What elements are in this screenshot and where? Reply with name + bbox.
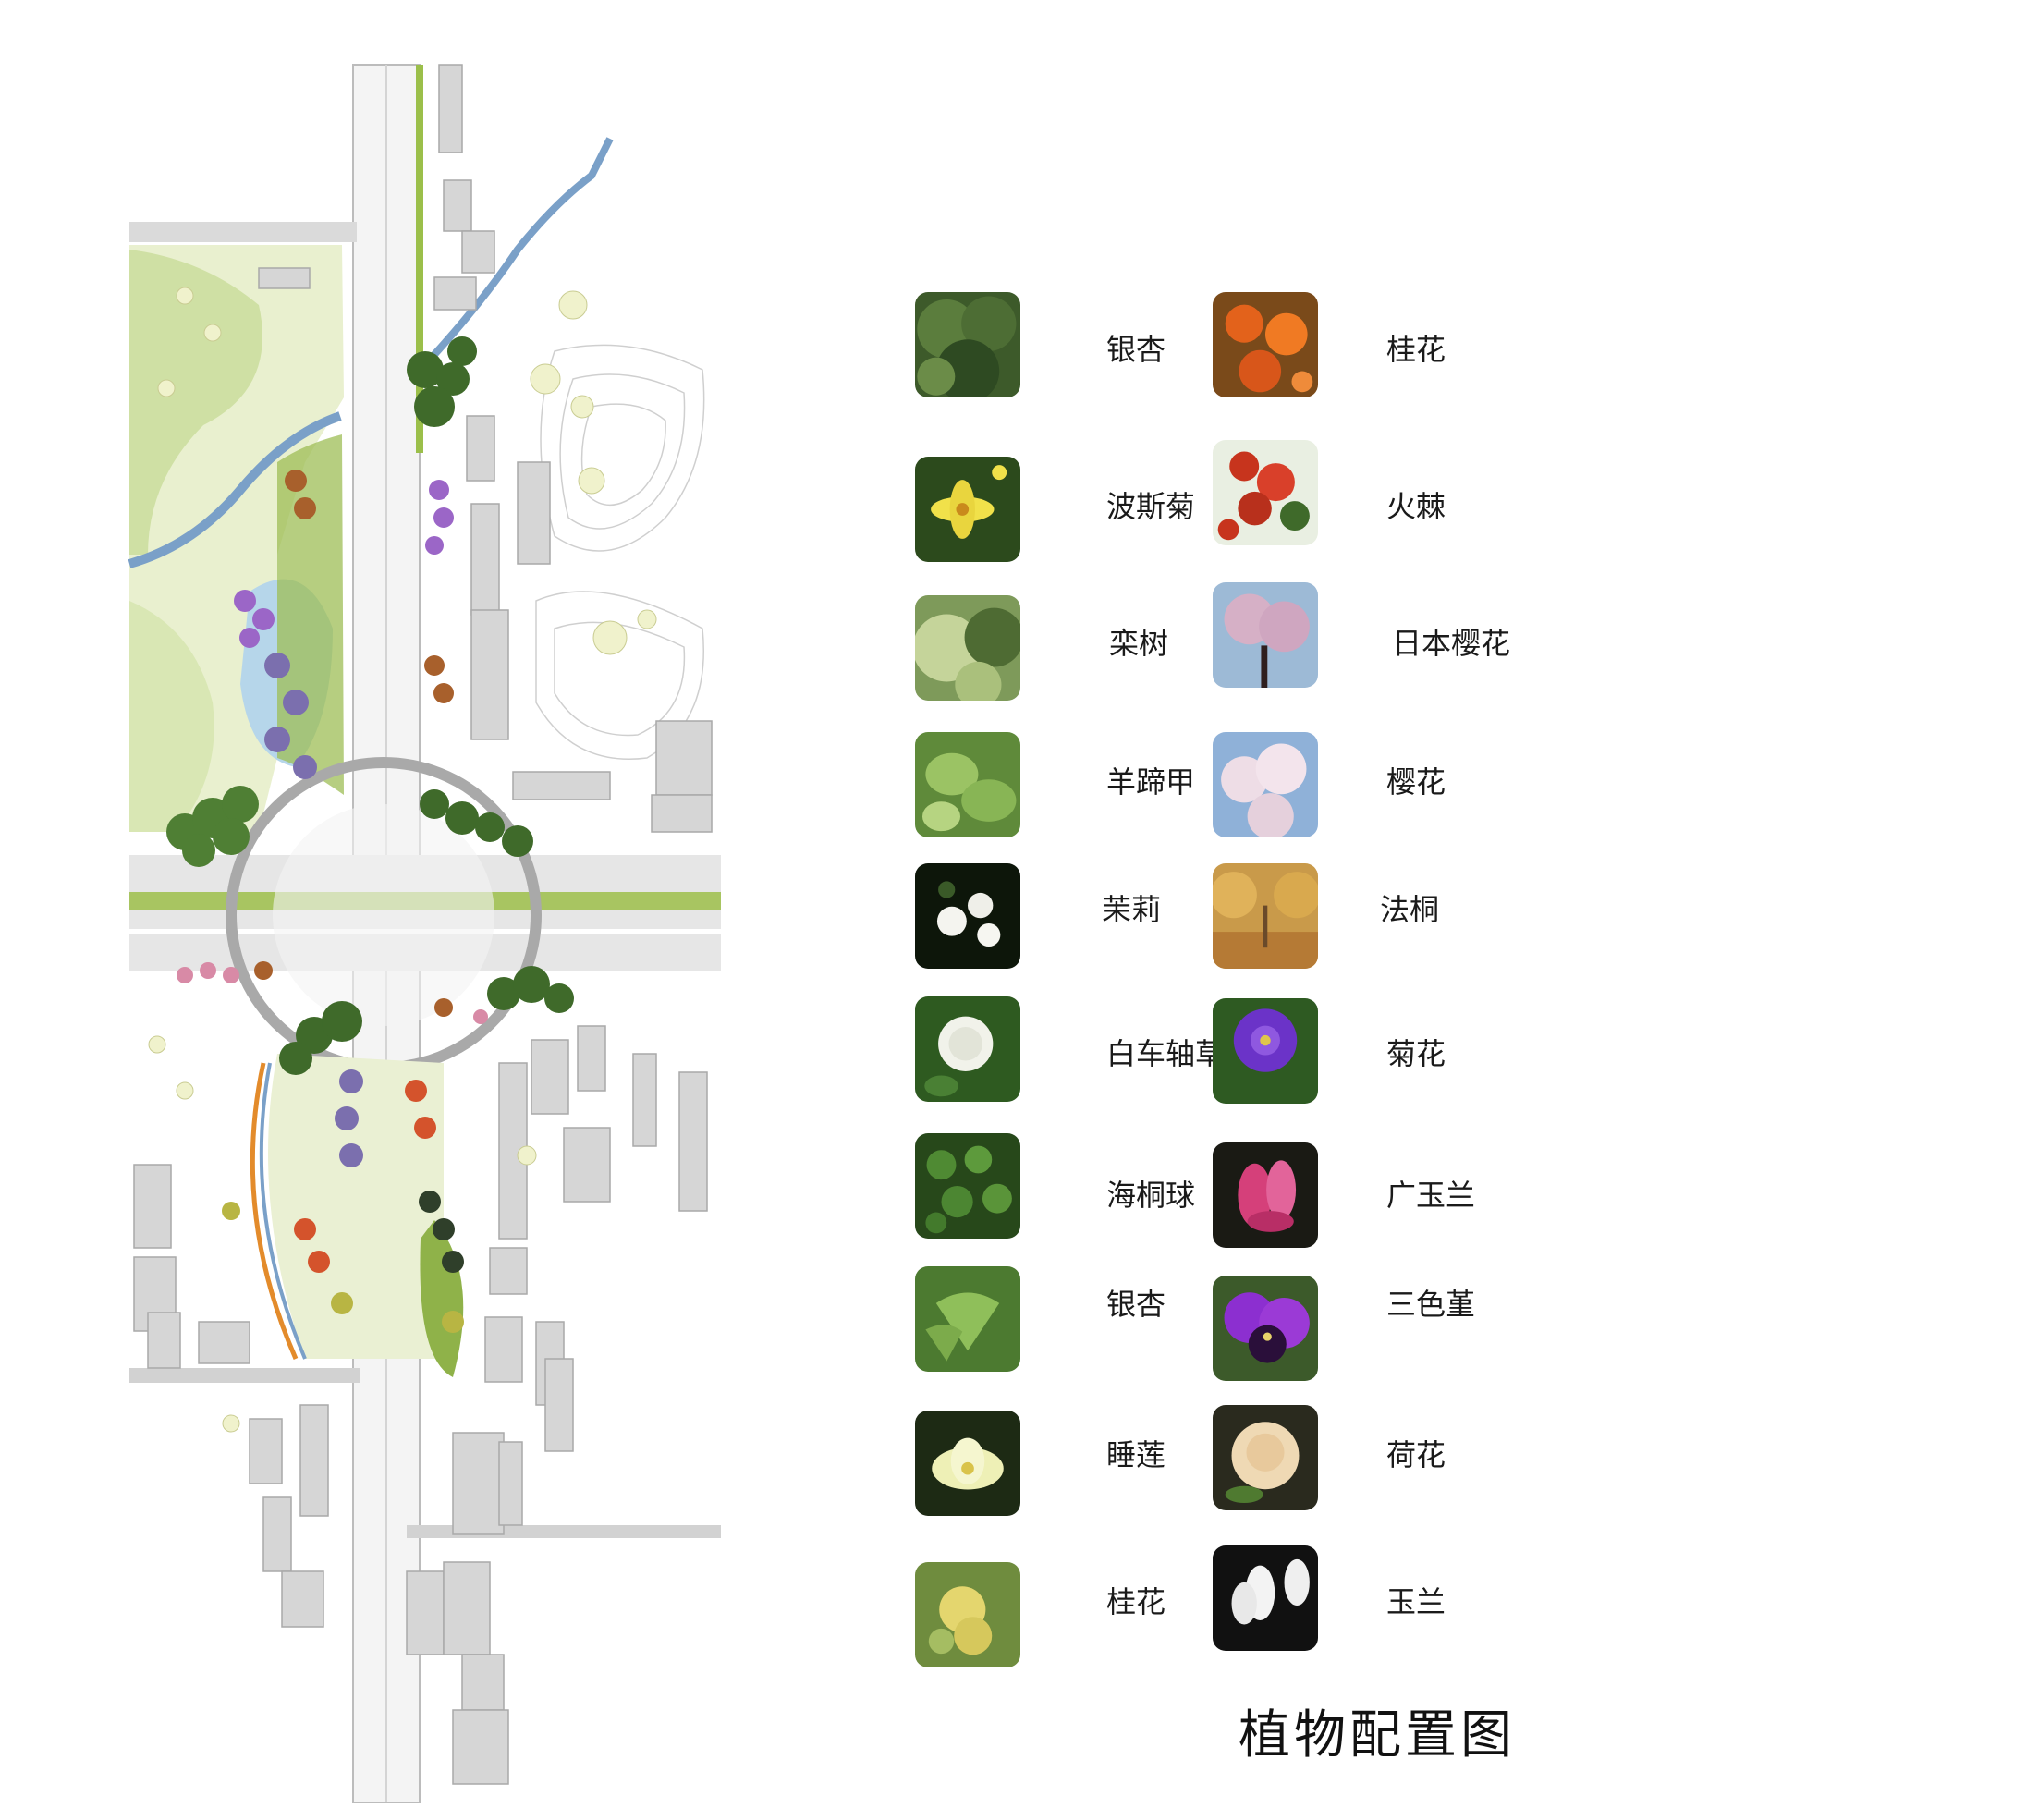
page-title: 植物配置图 <box>1239 1705 1516 1765</box>
upper-cross-road <box>129 222 357 242</box>
plant-photo-goldenrain-tree <box>915 595 1020 701</box>
plant-label-japanese-cherry: 日本樱花 <box>1392 626 1511 661</box>
plant-label-water-lily: 睡莲 <box>1106 1437 1166 1472</box>
plant-photo-japanese-cherry <box>1213 582 1318 688</box>
plant-label-goldenrain-tree: 栾树 <box>1109 626 1169 661</box>
plant-photo-jasmine <box>915 863 1020 969</box>
road-green-strip <box>416 65 423 453</box>
plant-photo-osmanthus-orange <box>1213 292 1318 397</box>
plant-label-southern-magnolia: 广玉兰 <box>1386 1178 1476 1213</box>
plant-label-ginkgo: 银杏 <box>1106 332 1166 367</box>
tree-clusters <box>166 336 574 1333</box>
plant-photo-pansy <box>1213 1276 1318 1381</box>
plant-photo-pittosporum <box>915 1133 1020 1239</box>
west-park-hill-lower <box>129 601 214 832</box>
west-park-hill <box>129 250 262 555</box>
plant-photo-cherry-blossom <box>1213 732 1318 837</box>
plant-label-firethorn: 火棘 <box>1386 489 1446 524</box>
south-plaza <box>268 1054 444 1359</box>
plant-photo-pink-magnolia <box>1213 1142 1318 1248</box>
ornamental-trees <box>148 287 657 1433</box>
plant-label-white-clover: 白车轴草 <box>1106 1036 1226 1071</box>
plant-label-jasmine: 茉莉 <box>1102 892 1162 927</box>
plant-photo-plane-tree-avenue <box>1213 863 1318 969</box>
plant-photo-rose <box>1213 1405 1318 1510</box>
river-north <box>418 137 614 373</box>
plant-photo-firethorn <box>1213 440 1318 545</box>
river-west <box>128 411 342 568</box>
plant-label-bauhinia: 羊蹄甲 <box>1106 764 1196 800</box>
plant-label-plane-tree: 法桐 <box>1380 892 1440 927</box>
plant-label-osmanthus: 桂花 <box>1106 1584 1166 1619</box>
plant-label-cosmos: 波斯菊 <box>1106 489 1196 524</box>
plant-photo-osmanthus-yellow <box>915 1562 1020 1667</box>
plant-label-pittosporum: 海桐球 <box>1106 1178 1196 1213</box>
plant-label-ginkgo-2: 银杏 <box>1106 1287 1166 1322</box>
plant-label-chrysanthemum: 菊花 <box>1386 1036 1446 1071</box>
plant-photo-ginkgo-leaf <box>915 1266 1020 1372</box>
buildings <box>133 64 713 1785</box>
plant-photo-white-magnolia <box>1213 1545 1318 1651</box>
plant-label-cherry-blossom: 樱花 <box>1386 764 1446 800</box>
site-plan-drawing <box>128 64 721 1803</box>
plant-photo-white-clover <box>915 996 1020 1102</box>
plant-photo-bauhinia <box>915 732 1020 837</box>
plant-label-pansy: 三色堇 <box>1386 1287 1476 1322</box>
plant-label-osmanthus-orange: 桂花 <box>1386 332 1446 367</box>
plant-photo-cosmos <box>915 457 1020 562</box>
plant-photo-purple-chrysanthemum <box>1213 998 1318 1104</box>
plant-label-lotus: 荷花 <box>1386 1437 1446 1472</box>
contour-lines <box>535 344 705 760</box>
plant-photo-water-lily <box>915 1411 1020 1516</box>
plant-label-yulan-magnolia: 玉兰 <box>1386 1584 1446 1619</box>
plant-photo-ginkgo-canopy <box>915 292 1020 397</box>
